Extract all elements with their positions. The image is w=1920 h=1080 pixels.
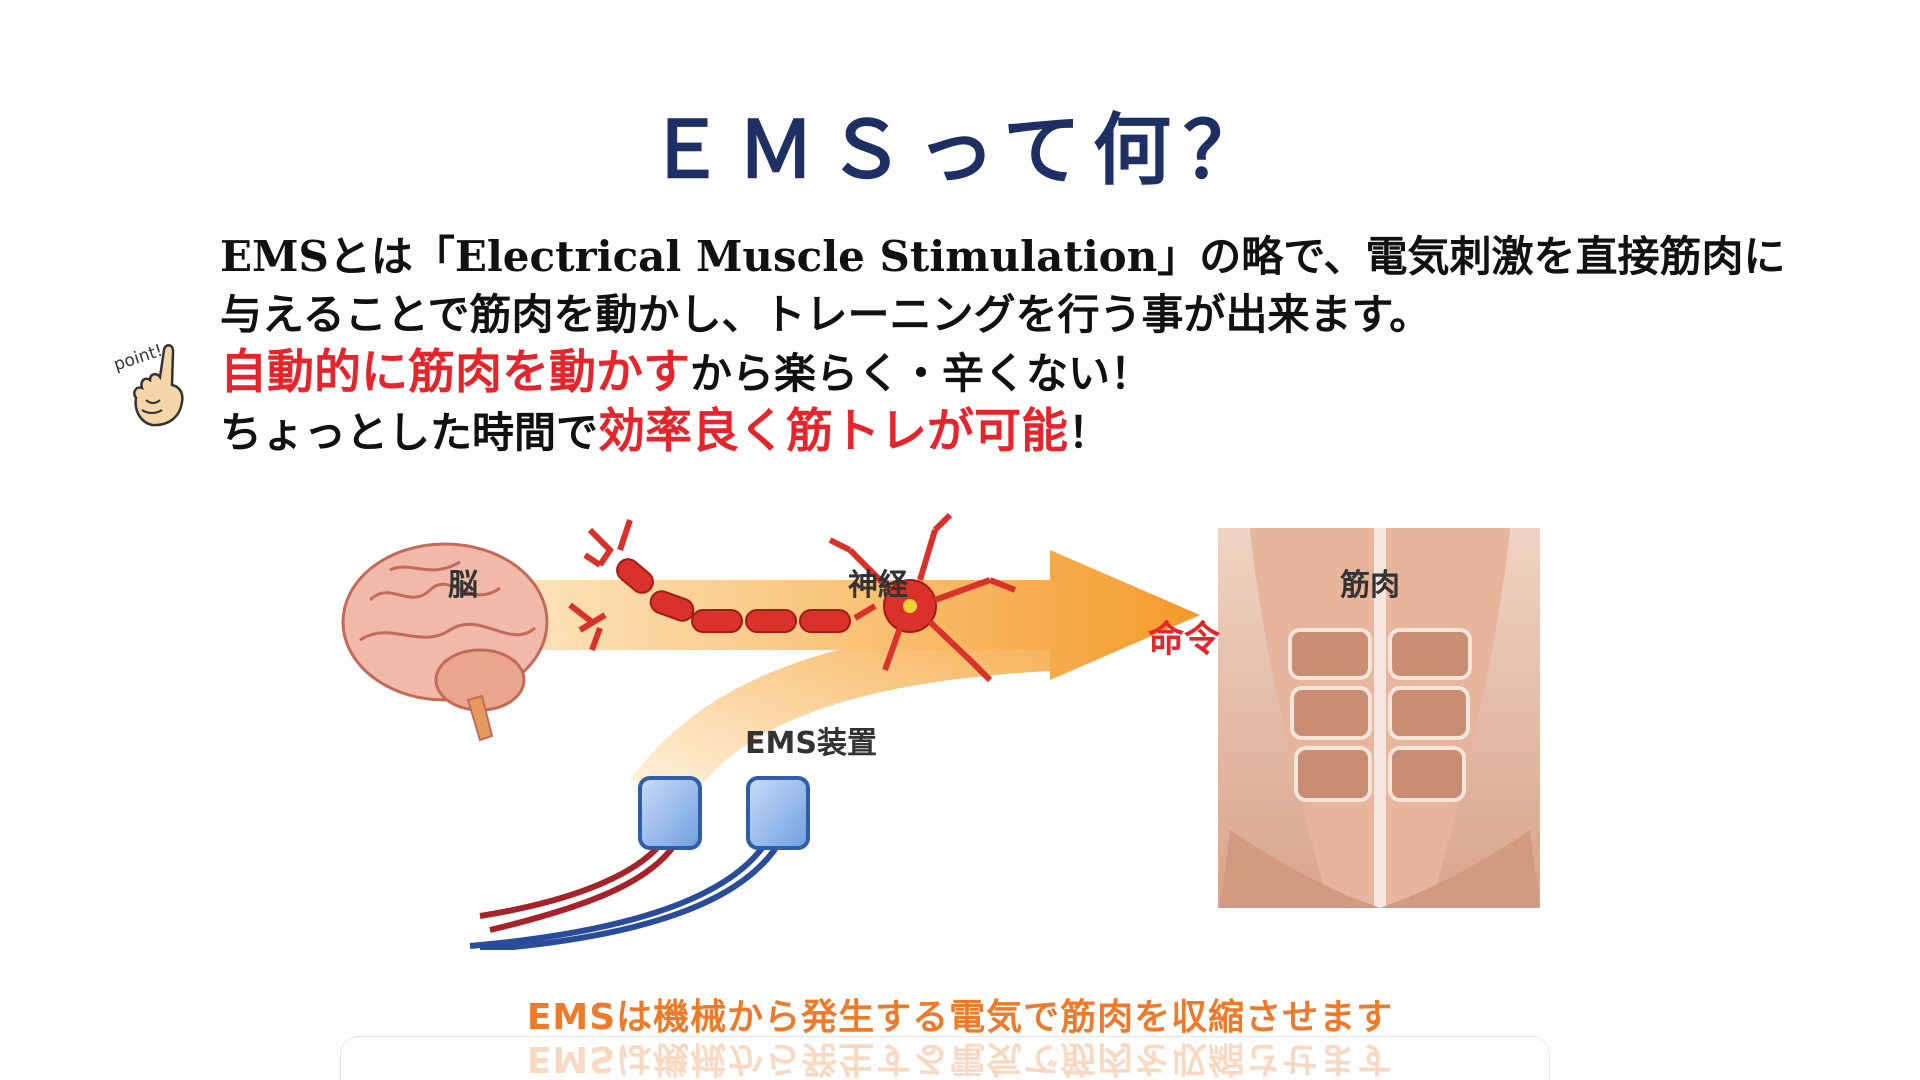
label-nerve: 神経 (848, 568, 908, 603)
body-line-4: ちょっとした時間で効率良く筋トレが可能！ (220, 403, 1860, 462)
caption-reflection-panel (340, 1036, 1550, 1080)
ems-pad-left (638, 776, 702, 850)
brain-illustration (341, 542, 549, 742)
body-line-4-start: ちょっとした時間で (220, 408, 599, 457)
highlight-auto-move: 自動的に筋肉を動かす (220, 345, 690, 400)
body-line-3-rest: から楽らく・辛くない！ (690, 349, 1153, 398)
page-title: ＥＭＳって何？ (646, 105, 1274, 196)
body-line-1: EMSとは「Electrical Muscle Stimulation」の略で、… (220, 232, 1786, 281)
label-brain: 脳 (448, 568, 478, 603)
label-muscle: 筋肉 (1340, 568, 1400, 603)
abdominal-muscle-illustration (1218, 528, 1540, 908)
ems-pad-right (746, 776, 810, 850)
nerve-cell-illustration (568, 512, 1017, 683)
highlight-efficient-training: 効率良く筋トレが可能 (598, 404, 1069, 459)
label-ems-device: EMS装置 (745, 726, 877, 761)
body-line-4-end: ！ (1068, 408, 1111, 457)
ems-device-illustration (469, 776, 810, 950)
point-hand-icon: point! (112, 341, 184, 427)
body-text: EMSとは「Electrical Muscle Stimulation」の略で、… (220, 228, 1860, 462)
caption: EMSは機械から発生する電気で筋肉を収縮させます (526, 997, 1394, 1038)
body-line-2: 与えることで筋肉を動かし、トレーニングを行う事が出来ます。 (220, 290, 1432, 339)
label-command: 命令 (1148, 619, 1221, 660)
point-badge-label: point! (112, 341, 165, 376)
caption-reflection: EMSは機械から発生する電気で筋肉を収縮させます (526, 1038, 1394, 1079)
ems-signal-arrow (630, 618, 1070, 800)
body-line-3: 自動的に筋肉を動かすから楽らく・辛くない！ (220, 344, 1860, 403)
ems-diagram (341, 512, 1540, 950)
